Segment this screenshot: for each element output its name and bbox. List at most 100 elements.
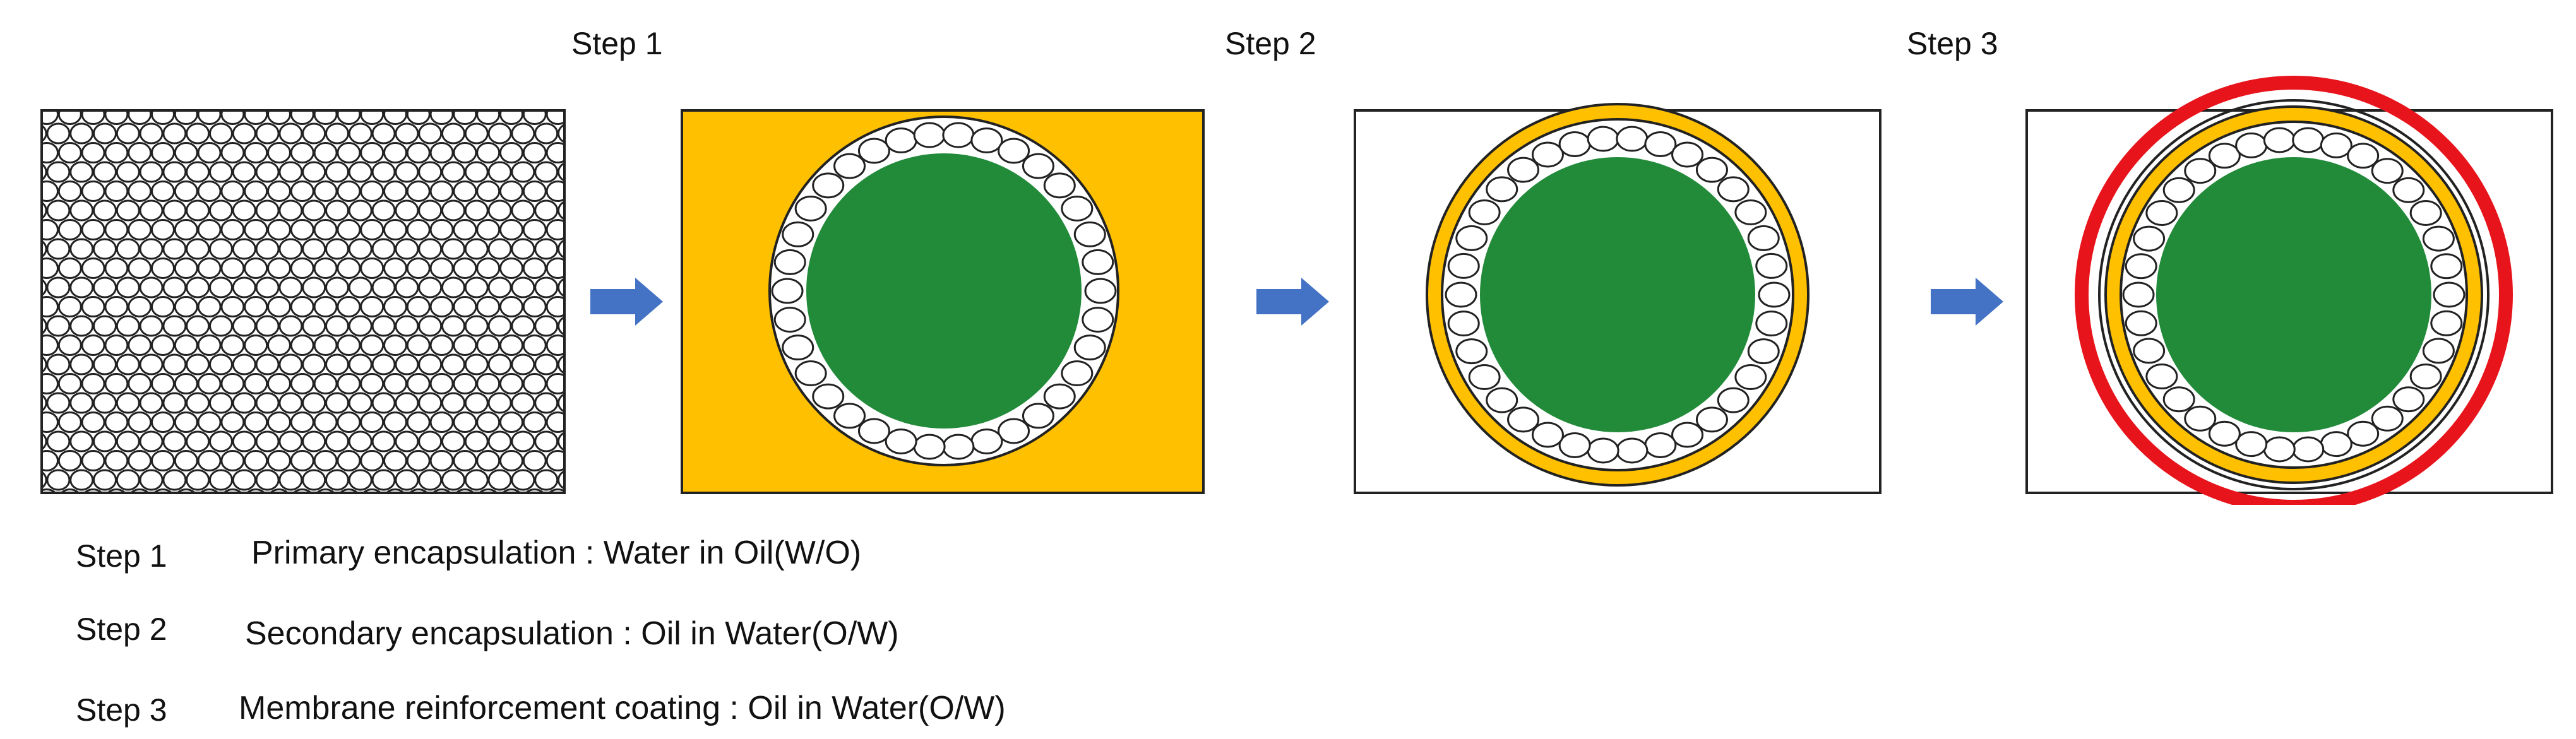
- water-droplet: [1695, 406, 1728, 433]
- emulsion-droplet: [139, 199, 164, 222]
- emulsion-droplet: [383, 334, 407, 356]
- emulsion-droplet: [57, 296, 82, 317]
- emulsion-droplet: [220, 411, 245, 433]
- water-droplet: [1061, 195, 1094, 222]
- emulsion-droplet: [348, 353, 373, 375]
- water-droplet: [2392, 177, 2425, 203]
- emulsion-droplet: [348, 315, 373, 337]
- emulsion-droplet: [487, 392, 512, 414]
- emulsion-droplet: [197, 450, 222, 471]
- step-2-header: Step 2: [1225, 26, 1316, 61]
- water-droplet: [1022, 403, 1054, 429]
- process-panels: [13, 76, 2553, 505]
- core: [2156, 157, 2431, 432]
- emulsion-droplet: [406, 373, 431, 394]
- emulsion-droplet: [605, 355, 627, 374]
- emulsion-droplet: [348, 238, 373, 260]
- emulsion-droplet: [581, 470, 604, 490]
- emulsion-droplet: [128, 450, 152, 471]
- emulsion-droplet: [290, 334, 314, 356]
- emulsion-droplet: [186, 315, 210, 337]
- emulsion-droplet: [104, 142, 129, 163]
- emulsion-droplet: [81, 411, 105, 433]
- emulsion-droplet: [46, 353, 71, 375]
- emulsion-droplet: [302, 122, 326, 145]
- emulsion-droplet: [605, 201, 627, 220]
- emulsion-droplet: [139, 276, 164, 299]
- water-droplet: [913, 122, 946, 148]
- water-droplet: [970, 429, 1003, 455]
- emulsion-droplet: [522, 110, 547, 125]
- emulsion-droplet: [499, 142, 523, 163]
- emulsion-droplet: [46, 276, 71, 299]
- water-droplet: [1616, 126, 1649, 152]
- emulsion-droplet: [429, 296, 454, 317]
- emulsion-droplet: [464, 199, 489, 222]
- water-droplet: [2145, 199, 2178, 226]
- emulsion-droplet: [383, 450, 407, 471]
- emulsion-droplet: [13, 374, 35, 394]
- emulsion-droplet: [441, 122, 465, 145]
- emulsion-droplet: [522, 142, 547, 163]
- water-droplet: [1022, 153, 1054, 179]
- step-3-header: Step 3: [1907, 26, 1998, 61]
- emulsion-droplet: [128, 257, 152, 279]
- emulsion-droplet: [255, 392, 280, 414]
- emulsion-droplet: [570, 182, 592, 201]
- emulsion-droplet: [186, 392, 210, 414]
- water-droplet: [2320, 431, 2352, 458]
- emulsion-droplet: [220, 142, 245, 163]
- emulsion-droplet: [325, 430, 349, 452]
- emulsion-droplet: [581, 201, 604, 220]
- emulsion-droplet: [418, 161, 443, 183]
- emulsion-droplet: [302, 238, 326, 260]
- step-1-header: Step 1: [571, 26, 663, 61]
- emulsion-droplet: [570, 451, 592, 471]
- emulsion-droplet: [522, 334, 547, 356]
- emulsion-droplet: [209, 199, 233, 222]
- emulsion-droplet: [290, 110, 314, 125]
- emulsion-droplet: [220, 296, 245, 317]
- emulsion-droplet: [487, 353, 512, 375]
- emulsion-droplet: [197, 110, 222, 125]
- emulsion-droplet: [348, 430, 373, 452]
- emulsion-droplet: [348, 469, 373, 491]
- emulsion-droplet: [348, 276, 373, 299]
- emulsion-droplet: [464, 315, 489, 337]
- emulsion-droplet: [104, 334, 129, 356]
- emulsion-droplet: [360, 450, 385, 471]
- emulsion-droplet: [139, 161, 164, 183]
- emulsion-droplet: [487, 199, 512, 222]
- emulsion-droplet: [232, 238, 256, 260]
- emulsion-droplet: [209, 238, 233, 260]
- core: [806, 153, 1082, 429]
- emulsion-droplet: [441, 276, 465, 299]
- emulsion-droplet: [220, 180, 245, 202]
- droplet-ring: [1445, 126, 1791, 464]
- water-droplet: [1082, 249, 1114, 275]
- emulsion-droplet: [69, 238, 94, 260]
- emulsion-droplet: [511, 469, 535, 491]
- emulsion-droplet: [255, 238, 280, 260]
- water-droplet: [2263, 436, 2296, 463]
- emulsion-droplet: [151, 142, 175, 163]
- emulsion-droplet: [570, 297, 592, 317]
- emulsion-droplet: [487, 238, 512, 260]
- emulsion-droplet: [313, 450, 338, 471]
- water-droplet: [1717, 176, 1750, 203]
- emulsion-droplet: [360, 373, 385, 394]
- water-droplet: [1468, 364, 1501, 391]
- emulsion-droplet: [209, 353, 233, 375]
- emulsion-droplet: [581, 355, 604, 374]
- emulsion-droplet: [383, 180, 407, 202]
- emulsion-droplet: [546, 110, 564, 125]
- emulsion-droplet: [593, 451, 616, 471]
- emulsion-droplet: [255, 161, 280, 183]
- emulsion-droplet: [534, 392, 559, 414]
- emulsion-droplet: [232, 469, 256, 491]
- emulsion-droplet: [81, 450, 105, 471]
- emulsion-droplet: [441, 392, 465, 414]
- emulsion-droplet: [383, 296, 407, 317]
- emulsion-droplet: [395, 276, 419, 299]
- emulsion-droplet: [453, 296, 477, 317]
